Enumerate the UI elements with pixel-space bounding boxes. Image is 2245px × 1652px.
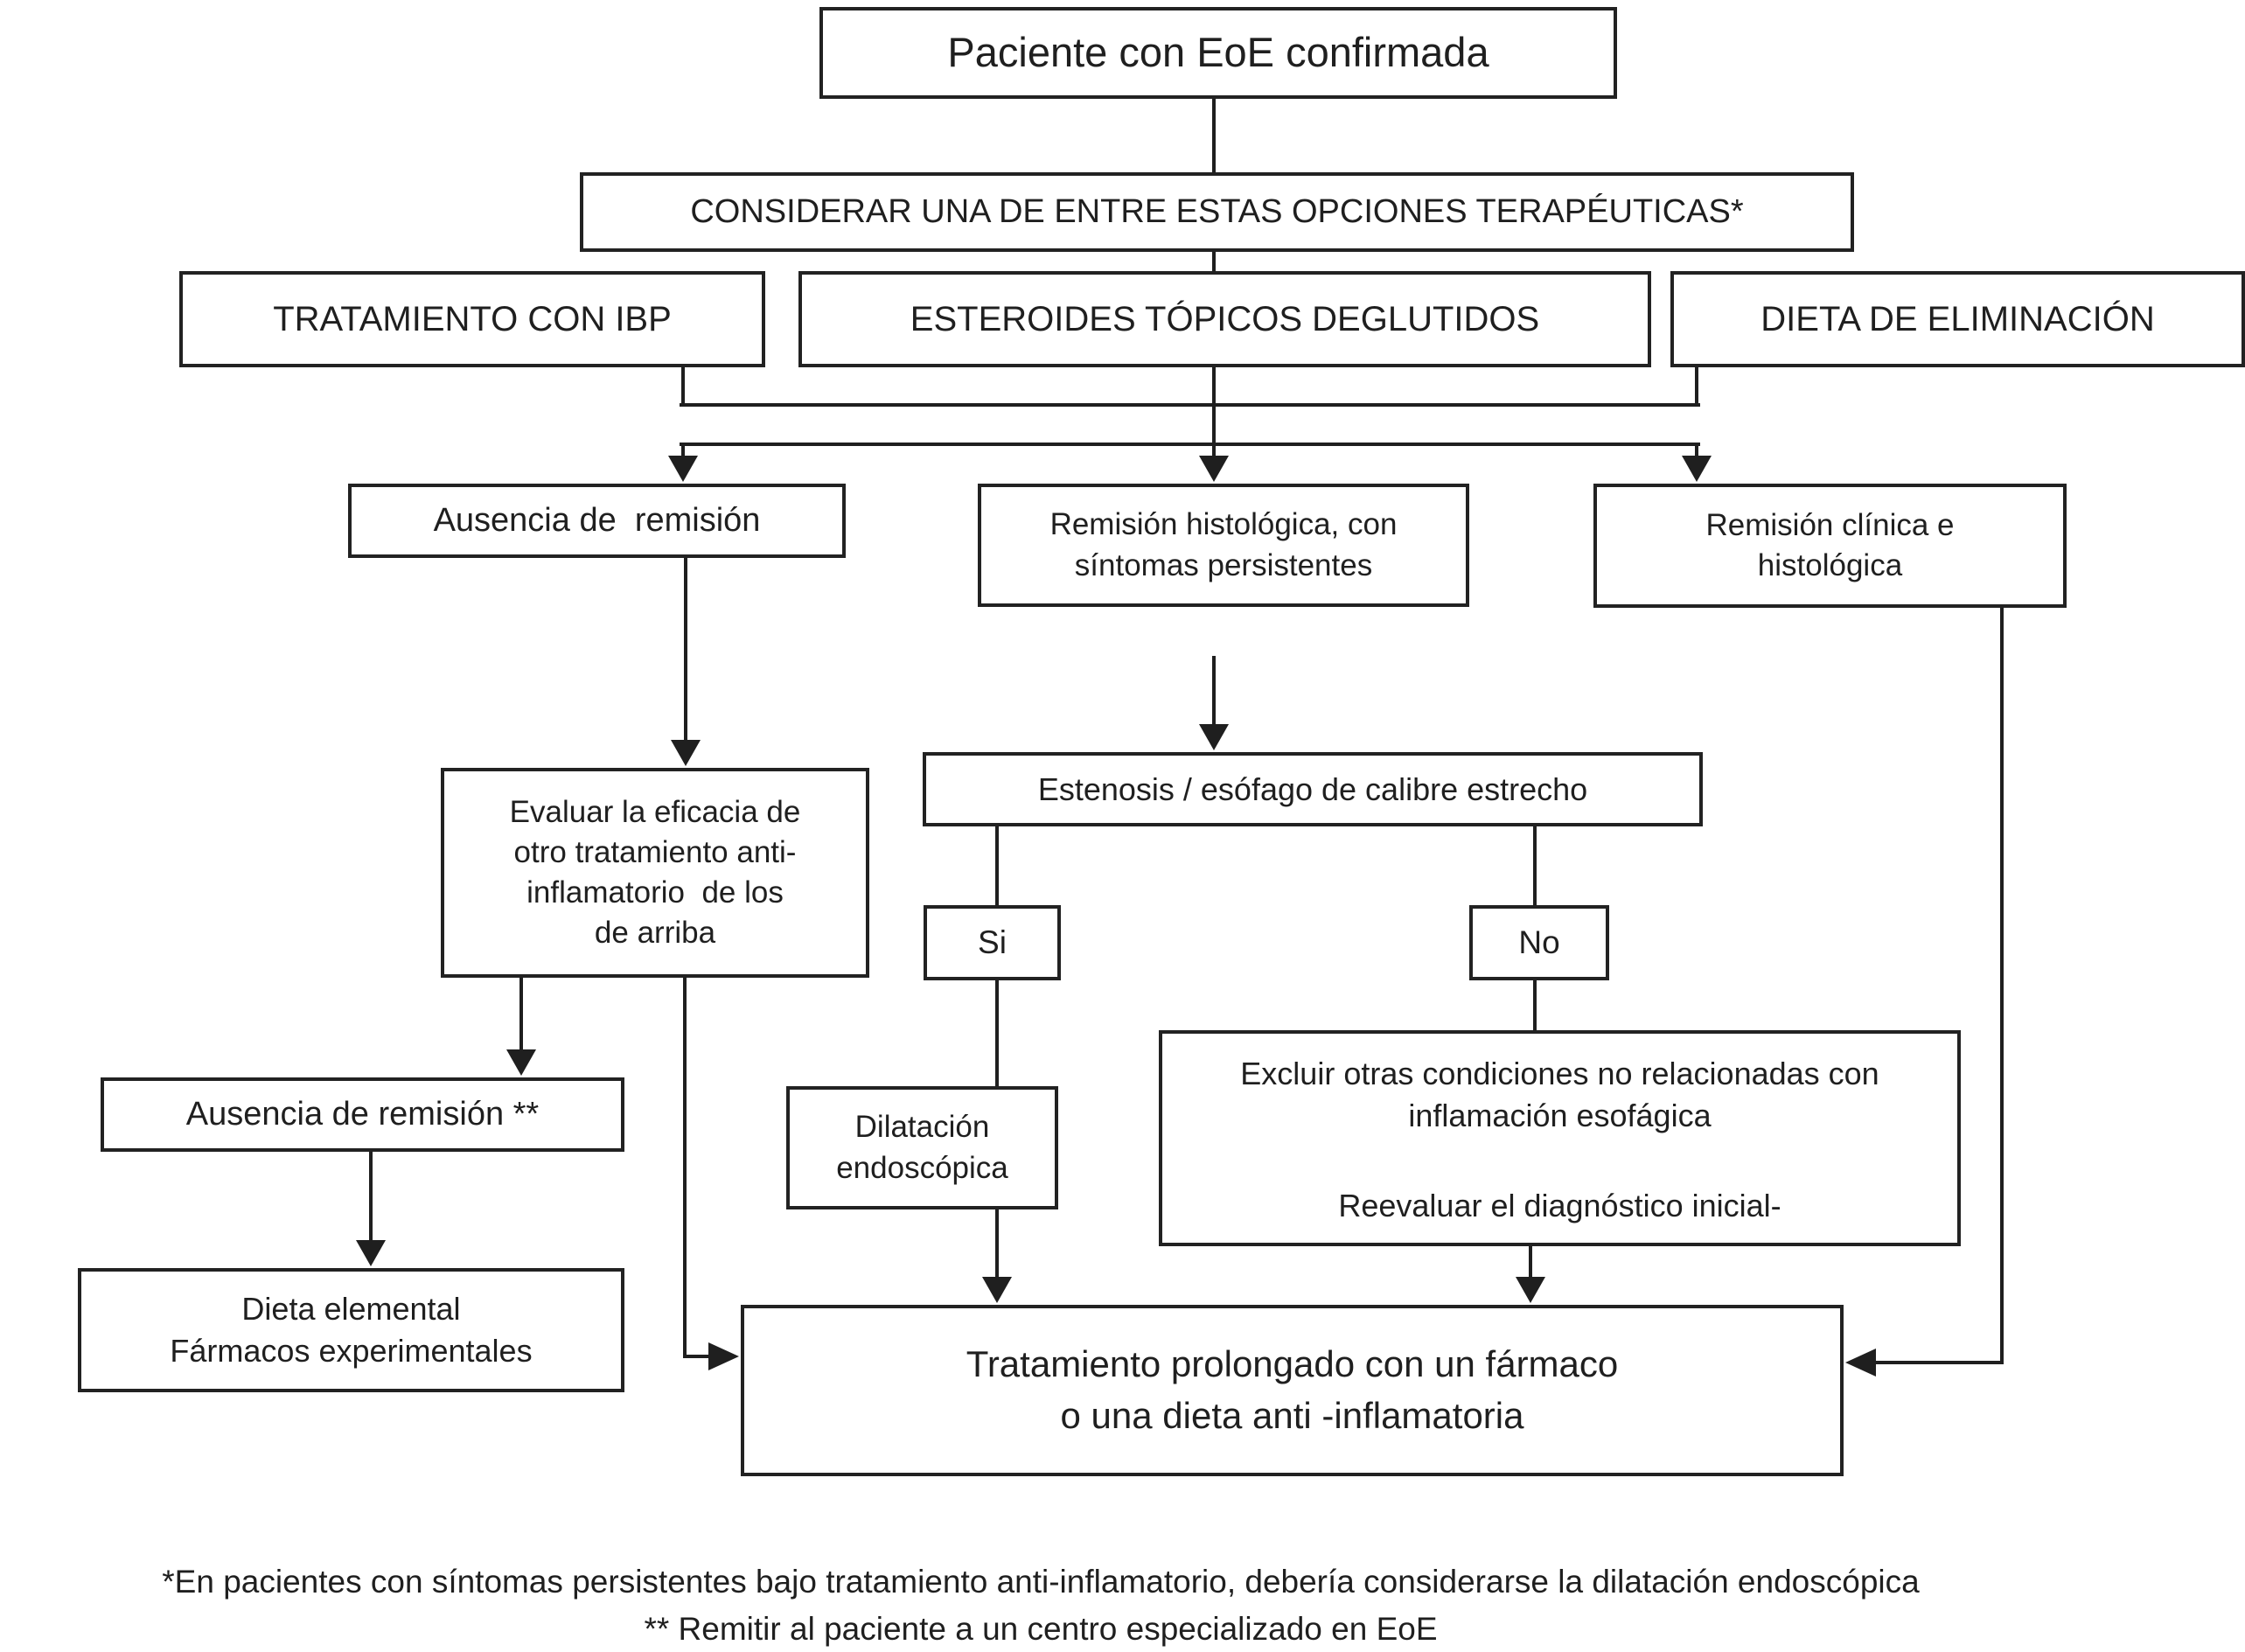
edge-remclin-final (1876, 606, 2004, 1364)
footnotes: *En pacientes con síntomas persistentes … (0, 1558, 2081, 1652)
node-ibp: TRATAMIENTO CON IBP (179, 271, 765, 367)
node-line: Remisión histológica, con (1049, 507, 1398, 542)
node-estenosis: Estenosis / esófago de calibre estrecho (923, 752, 1703, 826)
node-line: histológica (1757, 548, 1903, 582)
arrowhead (1516, 1277, 1545, 1303)
node-line: Fármacos experimentales (170, 1333, 533, 1369)
node-ausencia-remision: Ausencia de remisión (348, 484, 846, 558)
node-options-header: CONSIDERAR UNA DE ENTRE ESTAS OPCIONES T… (580, 172, 1854, 252)
node-line: Tratamiento prolongado con un fármaco (966, 1343, 1619, 1385)
node-line: Reevaluar el diagnóstico inicial- (1338, 1188, 1781, 1224)
node-patient: Paciente con EoE confirmada (819, 7, 1617, 99)
node-line: inflamatorio de los (526, 875, 784, 910)
node-evaluar-eficacia: Evaluar la eficacia de otro tratamiento … (441, 768, 869, 978)
arrowhead (1199, 456, 1229, 482)
node-ausencia-remision-2: Ausencia de remisión ** (101, 1077, 624, 1152)
node-tratamiento-prolongado: Tratamiento prolongado con un fármaco o … (741, 1305, 1844, 1476)
arrowhead (708, 1342, 739, 1370)
arrowhead (668, 456, 698, 482)
node-line: Excluir otras condiciones no relacionada… (1240, 1056, 1888, 1133)
node-remision-histologica: Remisión histológica, con síntomas persi… (978, 484, 1469, 607)
node-line: Evaluar la eficacia de (509, 794, 801, 829)
node-dilatacion-endoscopica: Dilatación endoscópica (786, 1086, 1058, 1209)
node-line: Dilatación (854, 1110, 990, 1145)
node-dieta-eliminacion: DIETA DE ELIMINACIÓN (1670, 271, 2245, 367)
footnote-1: *En pacientes con síntomas persistentes … (162, 1564, 1920, 1600)
footnote-2: ** Remitir al paciente a un centro espec… (644, 1610, 1438, 1647)
node-line: endoscópica (836, 1150, 1008, 1185)
arrowhead (1682, 456, 1712, 482)
node-line: de arriba (594, 916, 716, 951)
node-line: Dieta elemental (241, 1291, 461, 1328)
node-remision-clinica: Remisión clínica e histológica (1593, 484, 2067, 608)
arrowhead (671, 740, 701, 766)
node-line: otro tratamiento anti- (513, 834, 797, 869)
arrowhead (356, 1240, 386, 1266)
node-line: o una dieta anti -inflamatoria (1060, 1395, 1524, 1436)
arrowhead (1199, 724, 1229, 750)
arrowhead (506, 1049, 536, 1076)
node-excluir-condiciones: Excluir otras condiciones no relacionada… (1159, 1030, 1961, 1246)
node-esteroides: ESTEROIDES TÓPICOS DEGLUTIDOS (798, 271, 1651, 367)
arrowhead (982, 1277, 1012, 1303)
node-si: Si (924, 905, 1061, 980)
arrowhead (1845, 1349, 1876, 1377)
node-no: No (1469, 905, 1609, 980)
node-dieta-elemental: Dieta elemental Fármacos experimentales (78, 1268, 624, 1392)
node-line: síntomas persistentes (1074, 547, 1373, 582)
node-line: Remisión clínica e (1705, 507, 1955, 542)
edge-evaluar-final (683, 976, 712, 1358)
